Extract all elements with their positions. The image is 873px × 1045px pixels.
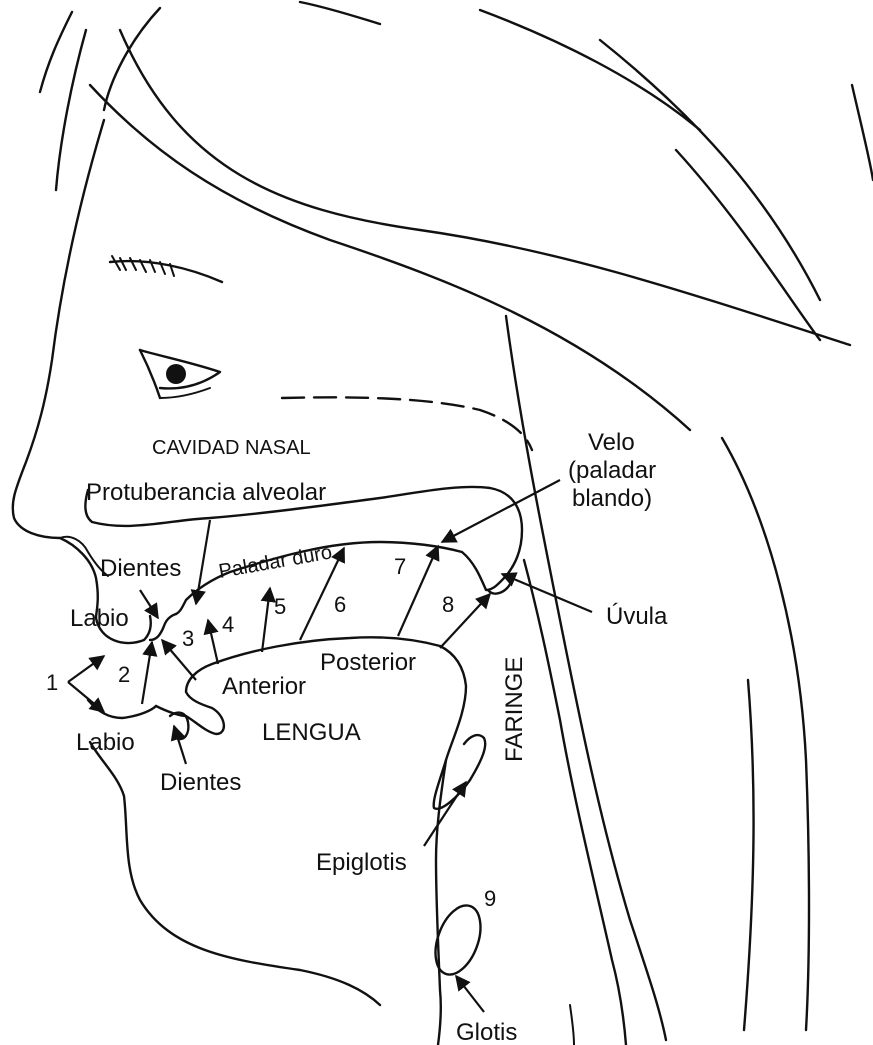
number-5: 5 (274, 594, 286, 619)
label-protuberancia-alveolar: Protuberancia alveolar (86, 479, 326, 506)
number-9: 9 (484, 886, 496, 911)
tongue-outline (156, 637, 485, 1045)
number-3: 3 (182, 626, 194, 651)
label-labio-inferior: Labio (76, 729, 135, 756)
label-anterior: Anterior (222, 673, 306, 700)
nasal-cavity-outline (282, 397, 532, 450)
label-posterior: Posterior (320, 649, 416, 676)
pupil (166, 364, 186, 384)
number-8: 8 (442, 592, 454, 617)
arrow-glotis (456, 976, 484, 1012)
label-lengua: LENGUA (262, 719, 361, 746)
arrow-5 (262, 588, 270, 652)
arrow-dientes-upper (140, 590, 158, 618)
arrow-2 (142, 642, 152, 704)
number-6: 6 (334, 592, 346, 617)
number-4: 4 (222, 612, 234, 637)
label-cavidad-nasal: CAVIDAD NASAL (152, 437, 311, 459)
label-velo: Velo (588, 429, 635, 456)
arrow-uvula (502, 574, 592, 612)
arrow-alveolar (196, 520, 210, 604)
label-paladar: (paladar (568, 457, 656, 484)
label-paladar-duro: Paladar duro (217, 541, 334, 583)
arrow-epiglotis (424, 782, 466, 846)
number-2: 2 (118, 662, 130, 687)
eye (110, 256, 222, 398)
label-glotis: Glotis (456, 1019, 517, 1045)
number-1: 1 (46, 670, 58, 695)
label-dientes-inferiores: Dientes (160, 769, 241, 796)
neck-lines (506, 316, 666, 1045)
arrow-1-lower (68, 682, 104, 712)
number-7: 7 (394, 554, 406, 579)
label-uvula: Úvula (606, 603, 668, 630)
label-dientes-superiores: Dientes (100, 555, 181, 582)
label-labio-superior: Labio (70, 605, 129, 632)
arrow-dientes-lower (174, 726, 186, 764)
label-blando: blando) (572, 485, 652, 512)
arrow-1-upper (68, 656, 104, 682)
label-epiglotis: Epiglotis (316, 849, 407, 876)
arrow-4 (208, 620, 218, 664)
label-faringe: FARINGE (501, 657, 528, 762)
hair-strands (40, 2, 873, 1030)
